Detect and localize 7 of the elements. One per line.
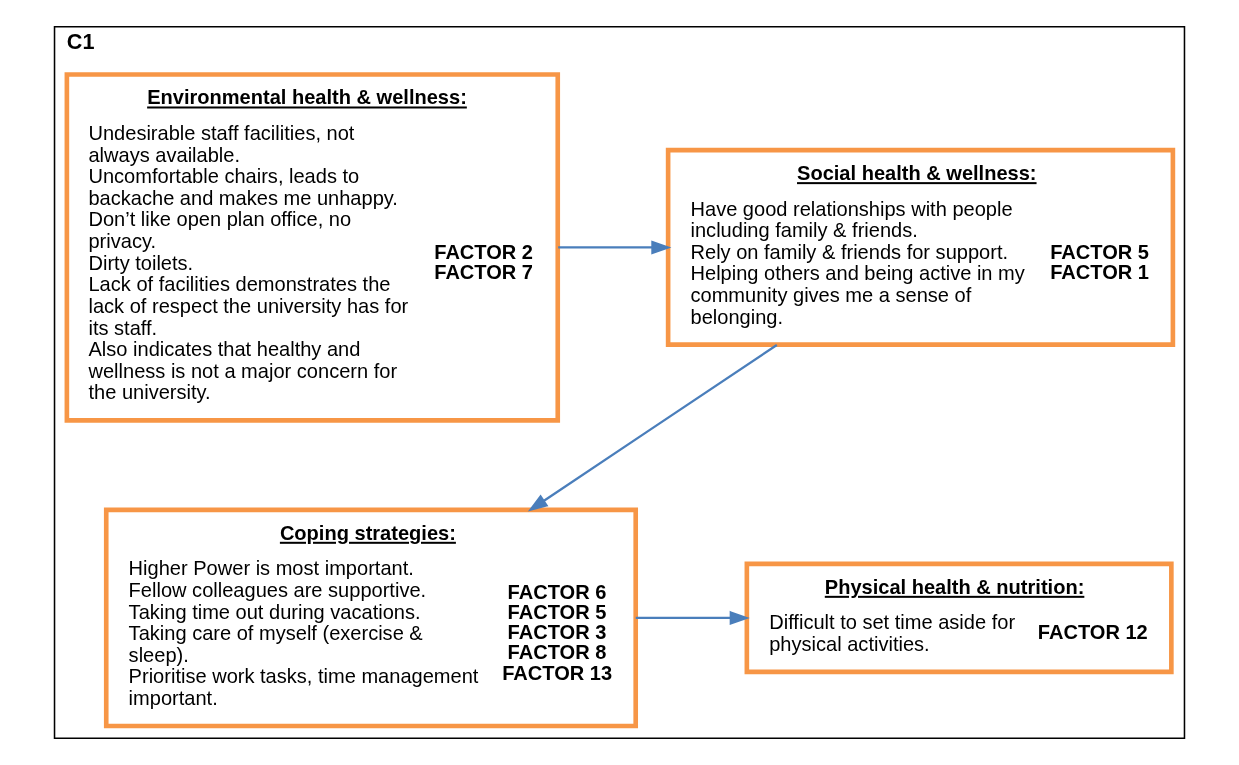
arrow: [527, 344, 778, 512]
node-box: Coping strategies: Higher Power is most important. Fellow colleagues are supportive. Taking time out during vacations. Taking care of myself (exercise & sleep). Prioritise work tasks, time management important. FACTOR 6 FACTOR 5 FACTOR 3 FACTOR 8 FACTOR 13: [103, 507, 639, 729]
node-box: Environmental health & wellness: Undesirable staff facilities, not always available. Uncomfortable chairs, leads to backache and makes me unhappy. Don’t like open plan office, no privacy. Dirty toilets. Lack of facilities demonstrates the lack of respect the university has for its staff. Also indicates that healthy and wellness is not a major concern for the university. FACTOR 2 FACTOR 7: [64, 72, 561, 423]
arrow: [558, 240, 672, 255]
node-box: Physical health & nutrition: Difficult to set time aside for physical activities. FACTOR 12: [744, 561, 1174, 675]
node-box: Social health & wellness: Have good relationships with people including family & friends. Rely on family & friends for support. Helping others and being active in my community gives me a sense of belonging. FACTOR 5 FACTOR 1: [665, 147, 1176, 347]
arrow: [635, 610, 750, 625]
